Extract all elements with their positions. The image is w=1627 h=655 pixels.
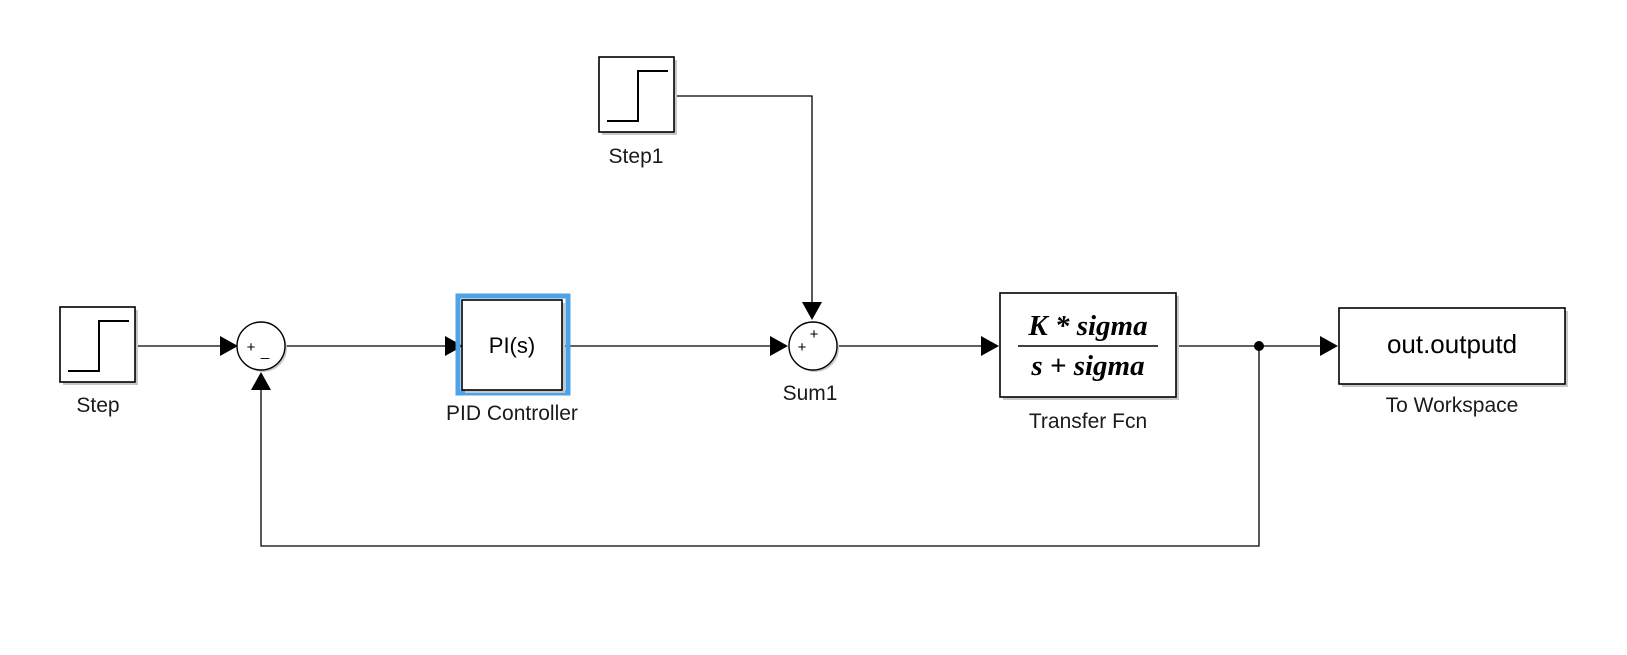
step1-block[interactable] xyxy=(598,56,677,135)
arrowhead-sum-input xyxy=(220,336,238,356)
error-sum-block[interactable]: + _ xyxy=(236,321,287,372)
signal-lines xyxy=(136,95,1338,547)
pid-controller-block[interactable]: PI(s) xyxy=(455,293,571,396)
step-icon xyxy=(68,320,129,372)
sum1-block[interactable]: + + xyxy=(788,321,839,372)
step1-label: Step1 xyxy=(609,145,664,168)
wire-feedback xyxy=(260,346,1260,547)
transfer-fcn-denominator: s + sigma xyxy=(1030,350,1144,382)
sum-plus-sign: + xyxy=(247,339,256,356)
sum1-plus-top: + xyxy=(810,326,819,343)
arrowhead-workspace-input xyxy=(1320,336,1338,356)
arrowhead-sum1-top-input xyxy=(802,302,822,320)
arrowhead-tf-input xyxy=(981,336,999,356)
step-block[interactable] xyxy=(59,306,138,385)
to-workspace-block[interactable]: out.outputd xyxy=(1338,307,1568,387)
pid-controller-label: PID Controller xyxy=(446,402,578,425)
sum1-label: Sum1 xyxy=(783,382,838,405)
sum-minus-sign: _ xyxy=(260,343,270,360)
arrowhead-sum1-input xyxy=(770,336,788,356)
step-label: Step xyxy=(76,394,119,417)
wire-step1-to-sum1 xyxy=(677,95,813,302)
arrowhead-pid-input xyxy=(445,336,463,356)
transfer-fcn-block[interactable]: K * sigma s + sigma xyxy=(999,292,1179,400)
step1-icon xyxy=(607,70,668,122)
transfer-fcn-label: Transfer Fcn xyxy=(1029,410,1147,433)
transfer-fcn-numerator: K * sigma xyxy=(1027,310,1147,342)
to-workspace-label: To Workspace xyxy=(1386,394,1519,417)
pid-controller-content: PI(s) xyxy=(489,333,535,358)
to-workspace-content: out.outputd xyxy=(1387,329,1517,359)
arrowhead-feedback-input xyxy=(251,372,271,390)
sum1-plus-left: + xyxy=(798,339,807,356)
